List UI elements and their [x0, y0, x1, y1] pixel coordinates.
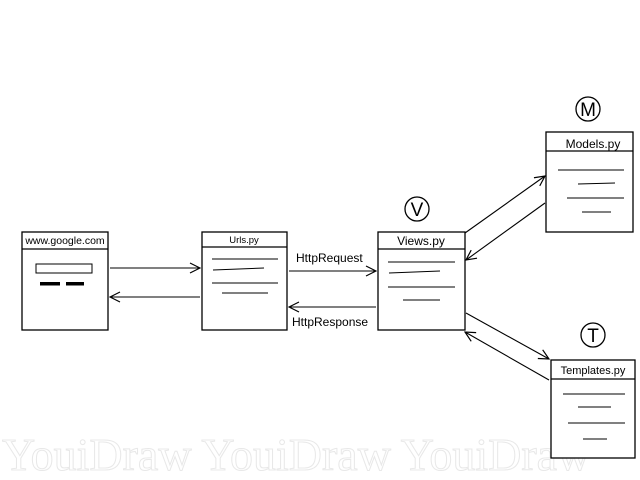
view-badge-circle: [404, 196, 430, 222]
model-badge: M: [575, 96, 601, 122]
http-response-label: HttpResponse: [292, 315, 368, 329]
views-node: Views.py: [377, 231, 466, 331]
models-node-frame: [545, 131, 634, 233]
model-badge-letter: M: [580, 100, 596, 121]
arrow-models-to-views: [466, 202, 546, 260]
views-content-line: [388, 270, 441, 274]
views-node-frame: [377, 231, 466, 331]
models-content-line: [577, 182, 616, 185]
views-node-title: Views.py: [397, 234, 445, 248]
models-node: Models.py: [545, 131, 634, 233]
template-badge: T: [580, 322, 606, 348]
arrow-templates-to-views: [465, 332, 550, 381]
template-badge-letter: T: [587, 326, 599, 347]
browser-node-frame: [21, 231, 109, 331]
view-badge-letter: V: [411, 200, 424, 221]
arrow-views-to-models: [464, 176, 545, 234]
browser-node: www.google.com: [21, 231, 109, 331]
templates-node: Templates.py: [550, 359, 636, 459]
arrow-views-to-templates: [465, 312, 549, 359]
http-request-label: HttpRequest: [296, 251, 363, 265]
templates-node-frame: [550, 359, 636, 459]
templates-node-title: Templates.py: [561, 365, 626, 377]
models-node-title: Models.py: [566, 137, 621, 151]
urls-node: Urls.py: [201, 231, 288, 331]
view-badge: V: [404, 196, 430, 222]
button-bar-left-icon: [40, 282, 60, 286]
browser-node-title: www.google.com: [24, 235, 105, 247]
search-box-icon: [35, 263, 93, 274]
watermark-text: YouiDraw YouiDraw YouiDraw: [2, 429, 591, 480]
button-bar-right-icon: [66, 282, 84, 286]
template-badge-circle: [580, 322, 606, 348]
urls-node-frame: [201, 231, 288, 331]
model-badge-circle: [575, 96, 601, 122]
urls-node-title: Urls.py: [229, 235, 259, 246]
urls-content-line: [212, 267, 265, 271]
